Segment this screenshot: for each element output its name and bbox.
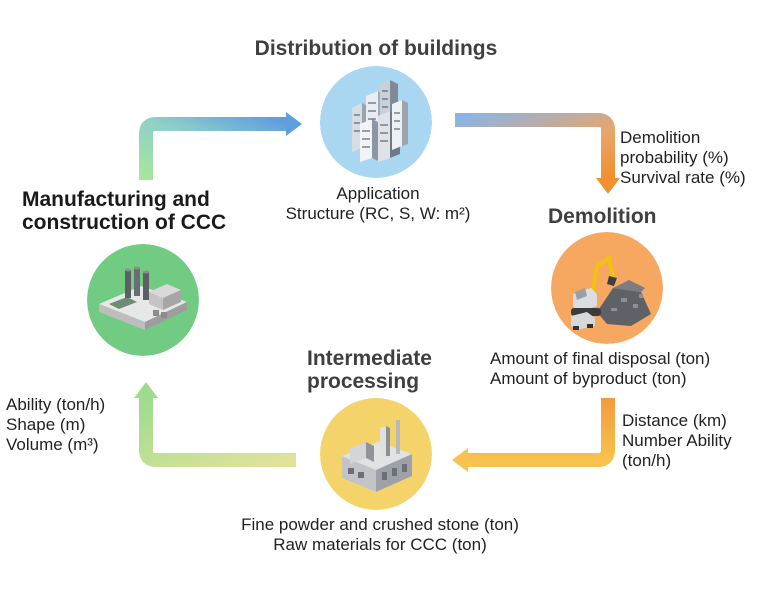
intermediate-circle	[320, 398, 432, 510]
demolition-output-label-1: Amount of final disposal (ton)	[490, 349, 711, 368]
distribution-title: Distribution of buildings	[254, 37, 498, 60]
intermediate-output-labels: Fine powder and crushed stone (ton) Raw …	[190, 515, 570, 555]
distribution-circle	[320, 66, 432, 178]
manufacturing-label-2: Shape (m)	[6, 415, 86, 434]
manufacturing-circle	[87, 244, 199, 356]
intermediate-title: Intermediate processing	[307, 347, 432, 393]
intermediate-input-label-2: Number Ability	[622, 431, 732, 450]
arrow-intermediate-to-manufacturing	[134, 382, 296, 467]
distribution-label-structure: Structure (RC, S, W: m²)	[285, 204, 471, 223]
demolition-input-labels: Demolition probability (%) Survival rate…	[620, 128, 746, 188]
distribution-labels: Application Structure (RC, S, W: m²)	[278, 184, 478, 224]
manufacturing-title: Manufacturing and construction of CCC	[22, 188, 227, 234]
intermediate-input-labels: Distance (km) Number Ability (ton/h)	[622, 411, 732, 471]
buildings-icon	[320, 66, 432, 178]
intermediate-input-label-3: (ton/h)	[622, 451, 672, 470]
intermediate-output-label-2: Raw materials for CCC (ton)	[273, 535, 487, 554]
manufacturing-labels: Ability (ton/h) Shape (m) Volume (m³)	[6, 395, 105, 455]
arrow-manufacturing-to-distribution	[139, 112, 302, 180]
arrow-distribution-to-demolition	[455, 113, 620, 194]
manufacturing-label-3: Volume (m³)	[6, 435, 99, 454]
intermediate-input-label-1: Distance (km)	[622, 411, 727, 430]
excavator-icon	[551, 232, 663, 344]
demolition-label-3: Survival rate (%)	[620, 168, 746, 187]
manufacturing-label-1: Ability (ton/h)	[6, 395, 106, 414]
demolition-title: Demolition	[548, 205, 657, 228]
plant-icon	[87, 244, 199, 356]
demolition-output-label-2: Amount of byproduct (ton)	[490, 369, 687, 388]
distribution-label-application: Application	[336, 184, 420, 203]
demolition-label-1: Demolition	[620, 128, 701, 147]
demolition-output-labels: Amount of final disposal (ton) Amount of…	[490, 349, 710, 389]
intermediate-output-label-1: Fine powder and crushed stone (ton)	[241, 515, 519, 534]
demolition-circle	[551, 232, 663, 344]
demolition-label-2: probability (%)	[620, 148, 729, 167]
factory-icon	[320, 398, 432, 510]
arrow-demolition-to-intermediate	[452, 398, 615, 472]
